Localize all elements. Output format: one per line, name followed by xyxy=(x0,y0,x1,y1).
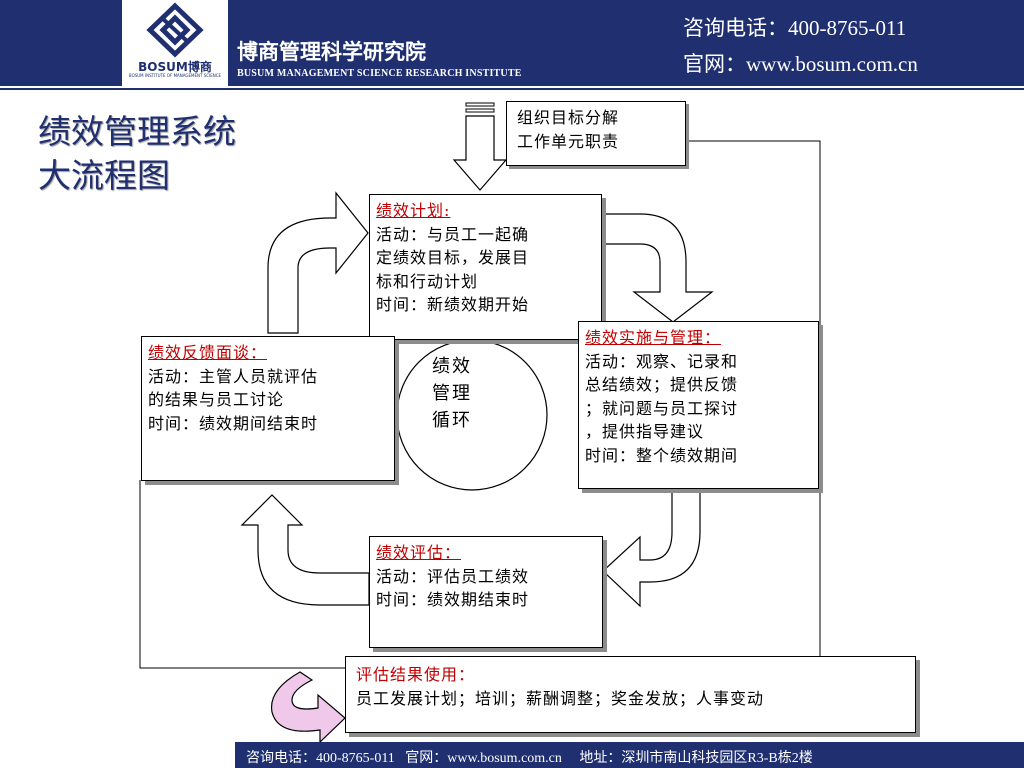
feedback-title: 绩效反馈面谈： xyxy=(148,343,268,362)
implement-line-3: ；就问题与员工探讨 xyxy=(585,398,739,418)
feedback-line-1: 活动：主管人员就评估 xyxy=(148,366,319,386)
feedback-line-3: 时间：绩效期间结束时 xyxy=(148,413,319,433)
header-bar: BOSUM博商 BOSUM INSTITUTE OF MANAGEMENT SC… xyxy=(0,0,1024,86)
implement-line-4: ，提供指导建议 xyxy=(585,422,705,441)
curved-arrow-implement-to-evaluate-icon xyxy=(602,489,701,608)
evaluate-box: 绩效评估： 活动：评估员工绩效 时间：绩效期结束时 xyxy=(369,536,603,648)
outer-loop-line xyxy=(139,480,345,669)
result-line-1: 员工发展计划；培训；薪酬调整；奖金发放；人事变动 xyxy=(356,688,765,708)
curved-arrow-feedback-to-plan-icon xyxy=(267,191,369,334)
plan-line-2: 定绩效目标，发展目 xyxy=(376,248,530,267)
header-divider xyxy=(0,88,1024,90)
plan-line-4: 时间：新绩效期开始 xyxy=(376,295,530,314)
evaluate-title: 绩效评估： xyxy=(376,543,462,562)
input-line-1: 组织目标分解 xyxy=(517,108,620,127)
input-line-2: 工作单元职责 xyxy=(517,131,620,151)
curved-arrow-plan-to-implement-icon xyxy=(602,213,714,323)
result-box: 评估结果使用： 员工发展计划；培训；薪酬调整；奖金发放；人事变动 xyxy=(345,656,916,733)
plan-line-1: 活动：与员工一起确 xyxy=(376,224,530,244)
feedback-box: 绩效反馈面谈： 活动：主管人员就评估 的结果与员工讨论 时间：绩效期间结束时 xyxy=(141,336,395,481)
flow-diagram xyxy=(139,102,821,742)
institute-name-cn: 博商管理科学研究院 xyxy=(237,39,426,64)
evaluate-line-2: 时间：绩效期结束时 xyxy=(376,590,530,609)
implement-box: 绩效实施与管理： 活动：观察、记录和 总结绩效；提供反馈 ；就问题与员工探讨 ，… xyxy=(578,321,819,489)
implement-line-5: 时间：整个绩效期间 xyxy=(585,445,739,465)
result-title: 评估结果使用： xyxy=(356,665,476,684)
input-arrow-icon xyxy=(452,102,508,191)
cycle-label: 绩效 管理 循环 xyxy=(432,353,472,434)
logo: BOSUM博商 BOSUM INSTITUTE OF MANAGEMENT SC… xyxy=(122,0,228,86)
implement-line-1: 活动：观察、记录和 xyxy=(585,351,739,371)
input-box: 组织目标分解 工作单元职责 xyxy=(506,101,686,166)
feedback-line-2: 的结果与员工讨论 xyxy=(148,390,285,409)
plan-box: 绩效计划: 活动：与员工一起确 定绩效目标，发展目 标和行动计划 时间：新绩效期… xyxy=(369,194,602,340)
implement-title: 绩效实施与管理： xyxy=(585,328,722,347)
cycle-line-1: 绩效 xyxy=(432,356,472,377)
cycle-line-3: 循环 xyxy=(432,410,472,431)
plan-title: 绩效计划: xyxy=(376,201,451,220)
evaluate-line-1: 活动：评估员工绩效 xyxy=(376,566,530,586)
title-line-2: 大流程图 xyxy=(38,156,170,195)
institute-name-en: BUSUM MANAGEMENT SCIENCE RESEARCH INSTIT… xyxy=(237,68,522,79)
page-title: 绩效管理系统 大流程图 xyxy=(38,110,236,198)
logo-subtext: BOSUM INSTITUTE OF MANAGEMENT SCIENCE xyxy=(128,73,222,78)
cycle-line-2: 管理 xyxy=(432,383,472,404)
outer-loop-line-right xyxy=(686,140,821,660)
header-phone: 咨询电话：400-8765-011 xyxy=(683,16,907,40)
footer-white-panel xyxy=(0,742,235,768)
footer-text: 咨询电话：400-8765-011 官网：www.bosum.com.cn 地址… xyxy=(246,751,813,766)
footer-bar: 咨询电话：400-8765-011 官网：www.bosum.com.cn 地址… xyxy=(0,742,1024,768)
title-line-1: 绩效管理系统 xyxy=(38,112,236,151)
implement-line-2: 总结绩效；提供反馈 xyxy=(585,375,739,394)
logo-text: BOSUM博商 xyxy=(138,60,212,74)
plan-line-3: 标和行动计划 xyxy=(376,271,479,291)
header-website: 官网：www.bosum.com.cn xyxy=(683,52,918,76)
loop-arrow-icon xyxy=(270,671,346,742)
bosum-logo-icon xyxy=(146,2,204,58)
cycle-circle xyxy=(396,339,548,491)
curved-arrow-evaluate-to-feedback-icon xyxy=(240,494,370,606)
